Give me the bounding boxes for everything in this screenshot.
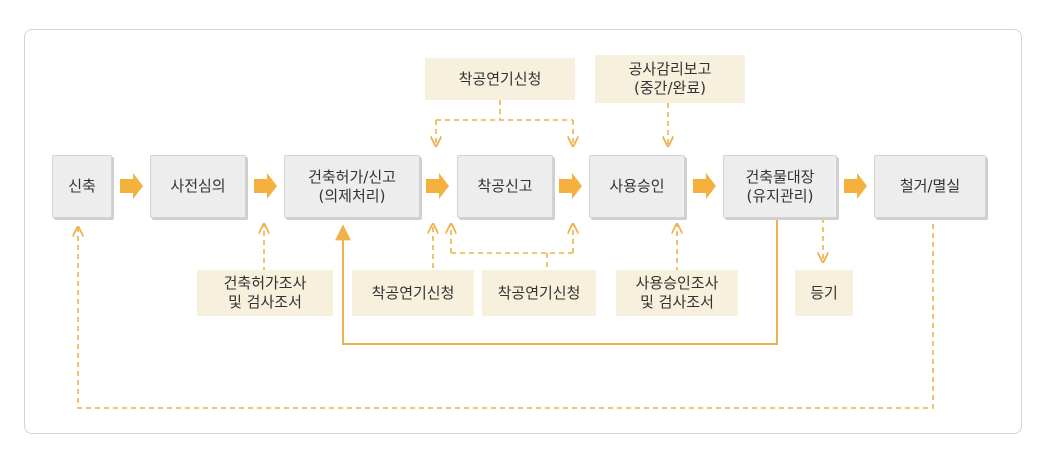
step-label: 신축: [68, 177, 96, 196]
step-label: 착공신고: [477, 177, 533, 196]
note-supervision-report: 공사감리보고 (중간/완료): [595, 55, 745, 103]
connector-top-bracket: [436, 100, 573, 121]
step-label: 건축허가/신고 (의제처리): [308, 167, 396, 205]
flow-arrows: [120, 173, 867, 199]
flow-arrow-3: [426, 173, 449, 199]
step-use-approval: 사용승인: [589, 155, 685, 218]
step-construction-start: 착공신고: [457, 155, 553, 218]
step-label: 건축물대장 (유지관리): [745, 167, 815, 205]
note-delay-request-2: 착공연기신청: [482, 270, 596, 316]
step-new-build: 신축: [52, 155, 112, 218]
note-permit-inspection: 건축허가조사 및 검사조서: [197, 270, 333, 316]
flow-arrow-5: [693, 173, 716, 199]
flow-arrow-6: [844, 173, 867, 199]
flow-arrow-1: [120, 173, 143, 199]
connector-bottom-bracket: [451, 252, 573, 268]
step-building-permit: 건축허가/신고 (의제처리): [284, 155, 420, 218]
note-delay-request-1: 착공연기신청: [352, 270, 474, 316]
flow-arrow-4: [559, 173, 582, 199]
step-building-ledger: 건축물대장 (유지관리): [723, 155, 837, 218]
step-label: 사용승인: [609, 177, 665, 196]
note-delay-request-top: 착공연기신청: [425, 58, 575, 100]
step-pre-review: 사전심의: [150, 155, 246, 218]
step-demolition: 철거/멸실: [874, 155, 986, 218]
note-registry: 등기: [795, 270, 853, 316]
connector-ledger-loop: [335, 218, 778, 345]
note-approval-inspection: 사용승인조사 및 검사조서: [616, 270, 738, 316]
step-label: 철거/멸실: [899, 177, 961, 196]
flow-arrow-2: [254, 173, 277, 199]
step-label: 사전심의: [170, 177, 226, 196]
connector-demolition-loop: [78, 224, 934, 409]
